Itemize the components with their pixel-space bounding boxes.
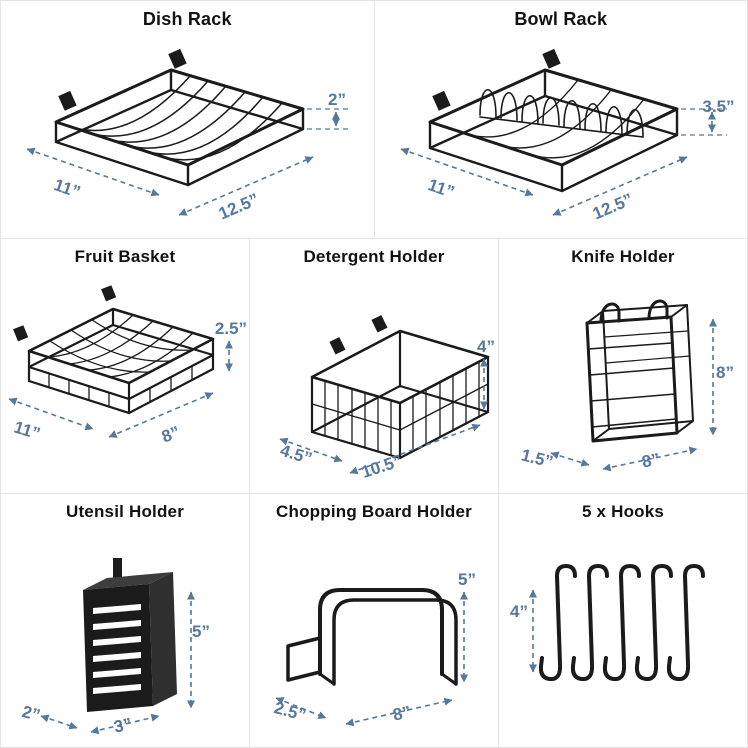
- mounting-bracket-icon: [286, 636, 322, 682]
- width-dimension-arrow: [279, 437, 343, 463]
- knife-holder-height-dim: 8”: [716, 363, 734, 382]
- depth-dimension-arrow: [552, 156, 687, 216]
- hanging-bracket-icon: [168, 48, 187, 69]
- hook-icon: [538, 564, 577, 682]
- panel-detergent-holder: Detergent Holder: [249, 238, 498, 493]
- panel-knife-holder: Knife Holder 8”: [498, 238, 747, 493]
- knife-holder-illustration: [550, 299, 718, 472]
- fruit-basket-illustration: [8, 285, 234, 438]
- hook-icon: [570, 564, 609, 682]
- panel-dish-rack: Dish Rack: [0, 0, 374, 238]
- depth-dimension-arrow: [345, 697, 453, 727]
- hook-icon: [634, 564, 673, 682]
- utensil-holder-height-dim: 5”: [192, 622, 210, 641]
- panel-title: Utensil Holder: [65, 502, 185, 521]
- hooks-height-dim: 4”: [510, 602, 528, 621]
- utensil-handle-icon: [113, 558, 122, 584]
- bowl-rack-height-dim: 3.5”: [702, 97, 735, 116]
- dish-rack-illustration: [26, 48, 351, 216]
- hanging-bracket-icon: [541, 48, 561, 69]
- chopping-board-holder-depth-dim: 8”: [391, 702, 413, 725]
- depth-dimension-arrow: [90, 713, 160, 735]
- hanging-bracket-icon: [431, 90, 451, 111]
- hanging-bracket-icon: [13, 325, 29, 342]
- panel-title: Bowl Rack: [514, 9, 608, 29]
- chopping-board-holder-height-dim: 5”: [458, 570, 476, 589]
- depth-dimension-arrow: [108, 392, 214, 438]
- bowl-rack-illustration: [400, 48, 727, 216]
- utensil-holder-illustration: [40, 558, 196, 735]
- depth-dimension-arrow: [178, 156, 314, 216]
- bottom-row: Utensil Holder 5” 2” 3”: [0, 493, 747, 748]
- hanging-bracket-icon: [101, 285, 117, 302]
- dish-rack-height-dim: 2”: [328, 90, 346, 109]
- width-dimension-arrow: [26, 147, 160, 197]
- hanging-bracket-icon: [371, 315, 388, 333]
- hook-icon: [647, 299, 669, 320]
- panel-fruit-basket: Fruit Basket: [0, 238, 249, 493]
- hook-icon: [599, 302, 621, 323]
- panel-bowl-rack: Bowl Rack: [373, 0, 747, 238]
- panel-title: Fruit Basket: [74, 247, 176, 266]
- detergent-holder-illustration: [279, 315, 490, 475]
- panel-title: Dish Rack: [142, 9, 232, 29]
- detergent-holder-height-dim: 4”: [477, 337, 495, 356]
- hook-icon: [666, 564, 705, 682]
- fruit-basket-height-dim: 2.5”: [214, 319, 248, 338]
- knife-holder-depth-dim: 8”: [640, 449, 662, 472]
- panel-chopping-board-holder: Chopping Board Holder 5” 2.5” 8”: [249, 493, 498, 748]
- hanging-bracket-icon: [58, 90, 77, 111]
- hook-icon: [602, 564, 641, 682]
- width-dimension-arrow: [8, 397, 94, 431]
- panel-title: Detergent Holder: [303, 247, 445, 266]
- depth-dimension-arrow: [602, 446, 698, 472]
- width-dimension-arrow: [400, 147, 533, 197]
- chopping-board-holder-illustration: [275, 588, 469, 727]
- hanging-bracket-icon: [329, 337, 346, 355]
- width-dimension-arrow: [550, 451, 590, 467]
- hooks-illustration: [528, 564, 705, 682]
- panel-utensil-holder: Utensil Holder 5” 2” 3”: [0, 493, 249, 748]
- top-row: Dish Rack: [0, 0, 747, 238]
- panel-hooks: 5 x Hooks 4”: [498, 493, 747, 748]
- width-dimension-arrow: [40, 714, 78, 730]
- utensil-holder-depth-dim: 3”: [112, 714, 134, 737]
- panel-title: Knife Holder: [571, 247, 675, 266]
- panel-title: 5 x Hooks: [581, 502, 665, 521]
- panel-title: Chopping Board Holder: [276, 502, 472, 521]
- middle-row: Fruit Basket: [0, 238, 747, 493]
